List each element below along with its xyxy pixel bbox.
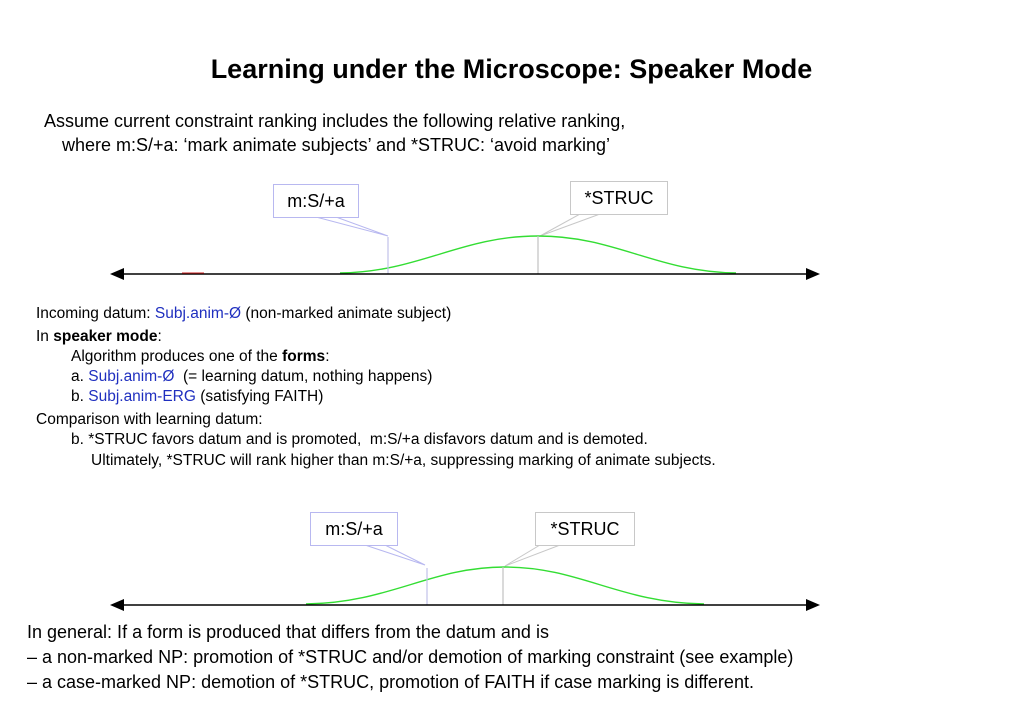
comparison-heading: Comparison with learning datum:	[36, 411, 263, 428]
comparison-ultimately: Ultimately, *STRUC will rank higher than…	[91, 452, 716, 469]
intro-line-2: where m:S/+a: ‘mark animate subjects’ an…	[62, 135, 611, 155]
incoming-datum: Incoming datum: Subj.anim-Ø (non-marked …	[36, 305, 451, 323]
callout-pointer-right-2	[504, 544, 561, 567]
speaker-mode-term: speaker mode	[53, 328, 158, 345]
speaker-mode-heading: In speaker mode:	[36, 328, 162, 346]
page-title: Learning under the Microscope: Speaker M…	[210, 54, 813, 84]
algo-forms: forms	[282, 348, 326, 365]
option-a-suffix: (= learning datum, nothing happens)	[174, 368, 433, 385]
speaker-prefix: In	[36, 328, 54, 345]
datum-suffix: (non-marked animate subject)	[241, 305, 452, 322]
callout-pointer-left-2	[364, 544, 426, 566]
general-line-1: In general: If a form is produced that d…	[27, 622, 549, 642]
speaker-colon: :	[157, 328, 162, 345]
option-a-prefix: a.	[71, 368, 89, 385]
constraint-label: *STRUC	[550, 518, 620, 539]
algo-colon: :	[325, 348, 330, 365]
datum-form: Subj.anim-Ø	[154, 305, 242, 322]
constraint-label: m:S/+a	[287, 190, 345, 211]
option-b: b. Subj.anim-ERG (satisfying FAITH)	[71, 388, 323, 406]
option-a-form: Subj.anim-Ø	[88, 368, 175, 385]
label-box-struc-2: *STRUC	[535, 512, 635, 546]
constraint-label: m:S/+a	[325, 518, 383, 539]
algorithm-line: Algorithm produces one of the forms:	[71, 348, 330, 366]
axis-arrow-left	[110, 268, 124, 280]
label-box-mS-a-2: m:S/+a	[310, 512, 398, 546]
general-line-3: – a case-marked NP: demotion of *STRUC, …	[27, 672, 754, 692]
ranking-diagram-1	[110, 213, 820, 280]
label-box-mS-a-1: m:S/+a	[273, 184, 359, 218]
option-b-suffix: (satisfying FAITH)	[195, 388, 324, 405]
datum-prefix: Incoming datum:	[36, 305, 155, 322]
option-b-prefix: b.	[71, 388, 89, 405]
constraint-label: *STRUC	[584, 187, 654, 208]
algo-prefix: Algorithm produces one of the	[71, 348, 283, 365]
axis-arrow-right-2	[806, 599, 820, 611]
comparison-line-b: b. *STRUC favors datum and is promoted, …	[71, 431, 648, 448]
general-line-2: – a non-marked NP: promotion of *STRUC a…	[27, 647, 794, 667]
intro-line-1: Assume current constraint ranking includ…	[44, 111, 626, 131]
option-b-form: Subj.anim-ERG	[88, 388, 196, 405]
axis-arrow-right	[806, 268, 820, 280]
axis-arrow-left-2	[110, 599, 124, 611]
curve-struc-2	[305, 566, 705, 605]
label-box-struc-1: *STRUC	[570, 181, 668, 215]
option-a: a. Subj.anim-Ø (= learning datum, nothin…	[71, 368, 432, 386]
